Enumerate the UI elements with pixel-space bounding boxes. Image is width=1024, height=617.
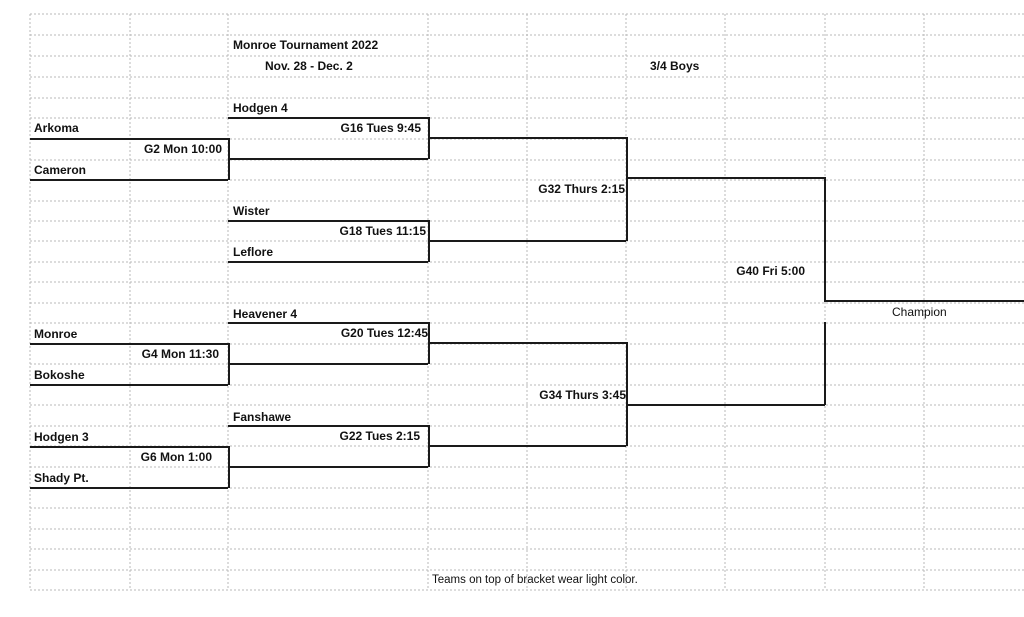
game-label-g22: G22 Tues 2:15: [339, 429, 420, 443]
bracket-line: [30, 446, 228, 448]
bracket-line: [30, 487, 228, 489]
team-leflore: Leflore: [233, 245, 274, 259]
game-label-g2: G2 Mon 10:00: [143, 142, 222, 156]
team-heavener-4: Heavener 4: [233, 307, 298, 321]
bracket-line: [228, 117, 428, 119]
bracket-line: [228, 158, 428, 160]
bracket-line: [228, 261, 428, 263]
tournament-title: Monroe Tournament 2022: [233, 38, 379, 52]
bracket-line: [30, 179, 228, 181]
game-label-g20: G20 Tues 12:45: [340, 326, 428, 340]
team-wister: Wister: [233, 204, 270, 218]
bracket-line: [30, 138, 228, 140]
bracket-line: [626, 342, 628, 446]
team-arkoma: Arkoma: [34, 121, 79, 135]
team-bokoshe: Bokoshe: [34, 368, 85, 382]
team-shady-pt: Shady Pt.: [34, 471, 89, 485]
champion-label: Champion: [892, 305, 947, 319]
team-fanshawe: Fanshawe: [233, 410, 292, 424]
bracket-line: [30, 343, 228, 345]
bracket-line: [30, 384, 228, 386]
bracket-line: [228, 322, 428, 324]
team-hodgen-4: Hodgen 4: [233, 101, 288, 115]
bracket-line: [824, 322, 826, 405]
tournament-dates: Nov. 28 - Dec. 2: [265, 59, 353, 73]
bracket-line: [626, 404, 825, 406]
bracket-line: [228, 425, 428, 427]
bracket-line: [228, 363, 428, 365]
bracket-line: [228, 220, 428, 222]
bracket-line: [626, 177, 825, 179]
game-label-g16: G16 Tues 9:45: [340, 121, 421, 135]
bracket-line: [428, 342, 626, 344]
bracket-line: [824, 177, 826, 301]
game-label-g34: G34 Thurs 3:45: [539, 388, 626, 402]
game-label-g18: G18 Tues 11:15: [339, 224, 427, 238]
bracket-line: [428, 137, 626, 139]
game-label-g40: G40 Fri 5:00: [736, 264, 805, 278]
bracket-line: [428, 240, 626, 242]
team-monroe: Monroe: [34, 327, 78, 341]
game-label-g4: G4 Mon 11:30: [141, 347, 219, 361]
team-cameron: Cameron: [34, 163, 87, 177]
bracket-line: [228, 466, 428, 468]
team-hodgen-3: Hodgen 3: [34, 430, 89, 444]
footer-note: Teams on top of bracket wear light color…: [432, 574, 638, 586]
bracket-line: [824, 300, 1024, 302]
game-label-g6: G6 Mon 1:00: [140, 450, 212, 464]
division-label: 3/4 Boys: [650, 59, 700, 73]
bracket-line: [428, 445, 626, 447]
bracket-line: [626, 137, 628, 241]
game-label-g32: G32 Thurs 2:15: [538, 182, 625, 196]
